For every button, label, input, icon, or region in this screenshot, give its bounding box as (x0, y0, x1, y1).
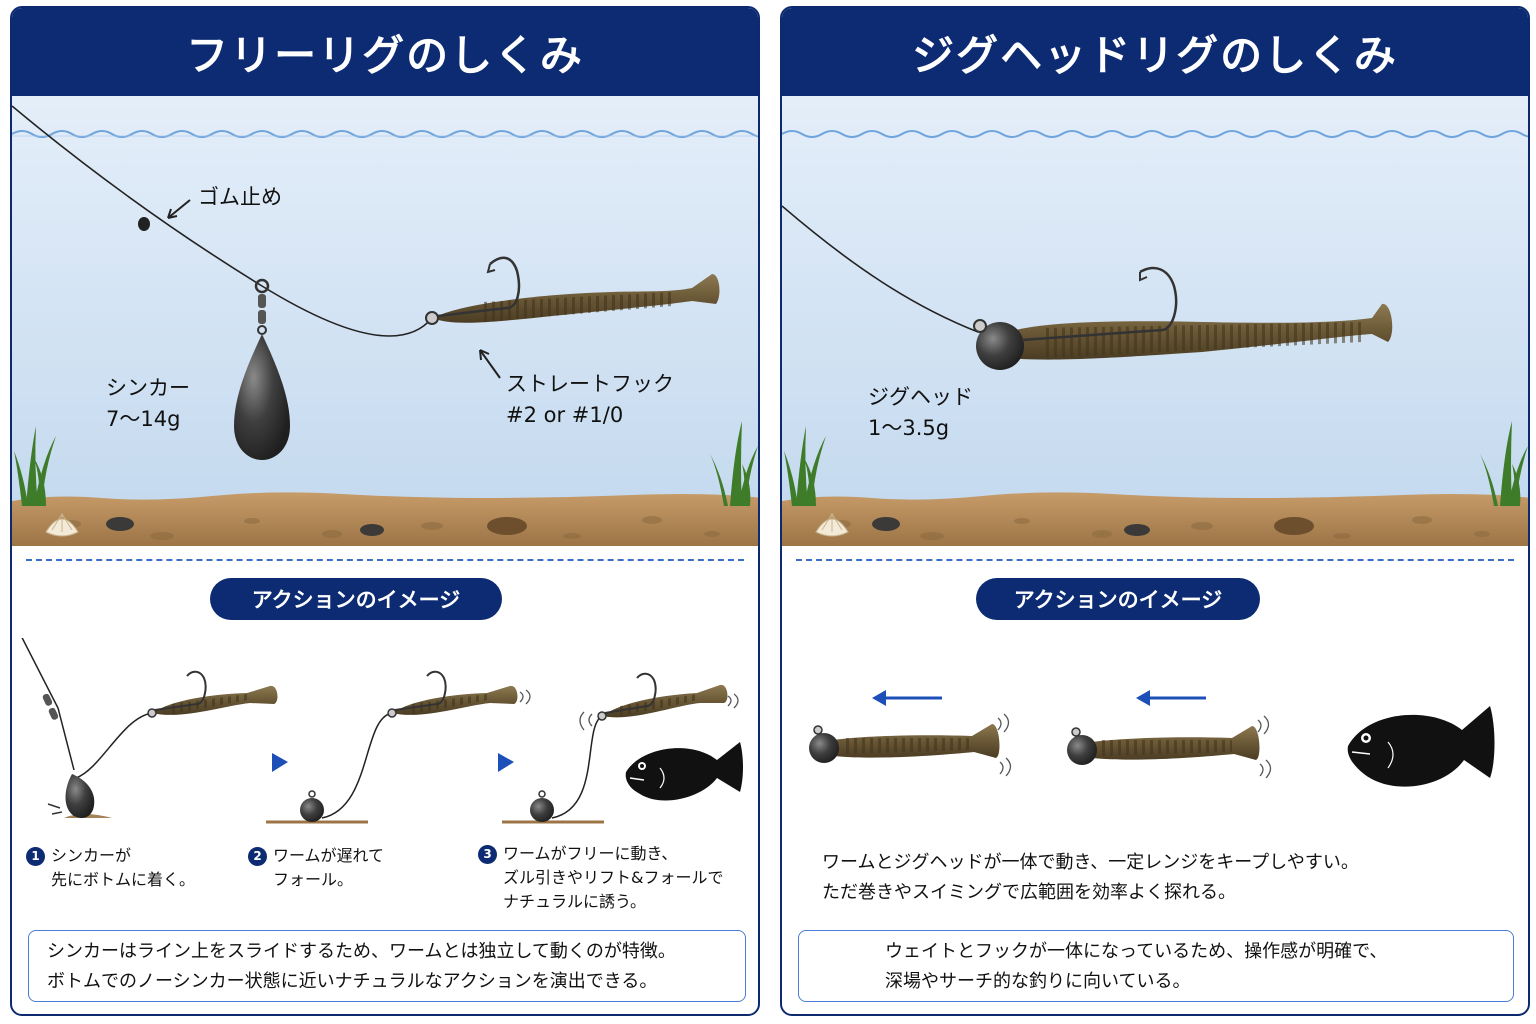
fish-icon (1347, 706, 1495, 787)
step-2-rest: フォール。 (273, 870, 354, 889)
jighead-rig-action-illustration (809, 690, 1495, 787)
free-rig-action-illustration (12, 617, 743, 824)
worm-icon (152, 685, 278, 715)
arrow-left-icon (1136, 690, 1206, 706)
action-title-pill: アクションのイメージ (976, 578, 1260, 620)
straight-hook-label: ストレートフック #2 or #1/0 (506, 372, 674, 427)
sinker-icon (300, 798, 324, 822)
fish-icon (625, 742, 743, 801)
shell-icon (815, 513, 849, 537)
section-divider (796, 559, 1514, 561)
step-1-line1: シンカーが (51, 846, 132, 865)
jighead-rig-header: ジグヘッドリグのしくみ (782, 8, 1528, 96)
play-arrow-icon (498, 753, 514, 772)
step-2-line1: ワームが遅れて (273, 846, 385, 865)
action-title-pill: アクションのイメージ (210, 578, 502, 620)
sinker-icon (65, 774, 95, 818)
jighead-icon (1067, 735, 1097, 765)
grass-left-icon (784, 426, 826, 506)
section-divider (26, 559, 744, 561)
grass-right-icon (710, 421, 758, 506)
step-2-number: 2 (248, 847, 267, 866)
free-rig-scene: ゴム止め シンカー 7〜14g ストレートフック #2 or #1/0 (12, 96, 758, 546)
jighead-icon (809, 733, 839, 763)
step-1-number: 1 (26, 847, 45, 866)
worm-icon (1092, 726, 1260, 760)
shell-icon (45, 513, 79, 537)
worm-icon (434, 274, 720, 323)
step-3: 3 ワームがフリーに動き、 ズル引きやリフト&フォールで ナチュラルに誘う。 (478, 842, 723, 914)
hook-icon (437, 256, 521, 318)
arrow-left-icon (872, 690, 942, 706)
sinker-label: シンカー 7〜14g (106, 376, 190, 431)
step-3-number: 3 (478, 845, 497, 864)
step-2: 2 ワームが遅れて フォール。 (248, 844, 384, 892)
rubber-stopper-label: ゴム止め (198, 185, 282, 209)
worm-icon (602, 684, 728, 718)
jighead-rig-title: ジグヘッドリグのしくみ (912, 30, 1398, 80)
jighead-rig-action (782, 638, 1528, 838)
grass-right-icon (1480, 421, 1528, 506)
worm-icon (392, 685, 518, 715)
jighead-note: ウェイトとフックが一体になっているため、操作感が明確で、 深場やサーチ的な釣りに… (798, 930, 1514, 1002)
worm-icon (834, 724, 1000, 758)
free-rig-panel: フリーリグのしくみ (10, 6, 760, 1016)
hook-icon (1021, 266, 1178, 342)
step-3-line1: ワームがフリーに動き、 (503, 844, 678, 863)
grass-left-icon (14, 426, 56, 506)
jighead-rig-illustration (782, 96, 1528, 546)
sinker-icon (530, 798, 554, 822)
worm-icon (1008, 303, 1393, 360)
play-arrow-icon (272, 753, 288, 772)
free-rig-action (12, 617, 758, 838)
step-1: 1 シンカーが 先にボトムに着く。 (26, 844, 195, 892)
jighead-label: ジグヘッド 1〜3.5g (868, 385, 973, 440)
jighead-rig-scene: ジグヘッド 1〜3.5g (782, 96, 1528, 546)
step-1-rest: 先にボトムに着く。 (51, 870, 196, 889)
free-rig-illustration (12, 96, 758, 546)
jighead-description: ワームとジグヘッドが一体で動き、一定レンジをキープしやすい。 ただ巻きやスイミン… (822, 852, 1359, 903)
step-3-rest: ズル引きやリフト&フォールで ナチュラルに誘う。 (503, 868, 724, 911)
rubber-stopper-icon (138, 217, 150, 231)
jighead-icon (976, 322, 1024, 370)
sinker-icon (234, 334, 290, 460)
free-rig-header: フリーリグのしくみ (12, 8, 758, 96)
jighead-rig-panel: ジグヘッドリグのしくみ (780, 6, 1530, 1016)
free-rig-title: フリーリグのしくみ (186, 30, 584, 80)
free-rig-note: シンカーはライン上をスライドするため、ワームとは独立して動くのが特徴。 ボトムで… (28, 930, 746, 1002)
